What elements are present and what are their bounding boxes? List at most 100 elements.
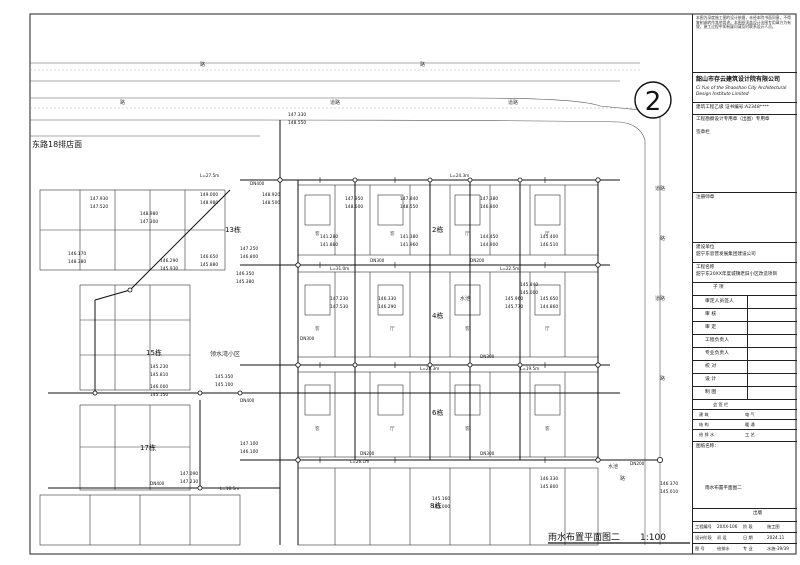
elevation-value: 141.880 xyxy=(320,242,338,248)
pipe-length-label: L=27.5m xyxy=(200,173,219,178)
street-label-7: 道路 xyxy=(655,295,665,302)
elevation-labels: 147.330148.550147.930147.520148.980147.3… xyxy=(68,112,678,510)
elevation-value: 145.880 xyxy=(200,262,218,268)
elevation-value: 141.960 xyxy=(400,242,418,248)
elevation-value: 145.350 xyxy=(215,374,233,380)
text-layer: 2 东路18排店面 领水湾小区 路 路 路 道路 道路 道路 道路 13栋 2栋… xyxy=(32,61,666,543)
boundary-dashes xyxy=(30,69,640,109)
elevation-value: 146.800 xyxy=(240,254,258,260)
pipe-size-label: DN200 xyxy=(360,451,375,456)
tb-row: 审 定 xyxy=(693,321,797,335)
pipe-size-label: DN300 xyxy=(480,354,495,359)
elevation-value: 148.980 xyxy=(140,211,158,217)
elevation-value: 146.330 xyxy=(378,296,396,302)
elevation-value: 147.250 xyxy=(240,246,258,252)
sheet-frame xyxy=(29,13,797,555)
elevation-value: 145.800 xyxy=(540,484,558,490)
courtyard-labels: 客客厅厅客厅客厅客厅客客路路路 xyxy=(315,230,665,482)
elevation-value: 147.330 xyxy=(288,112,306,118)
title-block-notes: 本图为深度施工图的设计依据，未经本院书面同意，不得复制或转作其他用途。本图纸须盖… xyxy=(696,15,791,30)
pipe-size-label: DN400 xyxy=(250,181,265,186)
road-lines xyxy=(30,62,661,545)
elevation-value: 145.400 xyxy=(540,234,558,240)
elevation-value: 146.650 xyxy=(200,254,218,260)
room-label: 客 xyxy=(465,325,470,332)
tb-row: 专业负责人 xyxy=(693,347,797,361)
title-block: 本图为深度施工图的设计依据，未经本院书面同意，不得复制或转作其他用途。本图纸须盖… xyxy=(692,14,797,554)
room-label: 厅 xyxy=(545,231,550,237)
sheet-marker-number: 2 xyxy=(645,87,662,117)
pipe-size-label: DN300 xyxy=(480,451,495,456)
pipe-length-label: L=28.3m xyxy=(420,366,439,371)
seal-label: 签章栏 xyxy=(696,130,710,135)
qualification: 建筑工程乙级 证书编号:A2348**** xyxy=(696,105,769,110)
inlet-ticks xyxy=(319,177,546,463)
rain-pipe-network xyxy=(48,120,660,545)
street-label-4: 道路 xyxy=(330,99,340,106)
elevation-value: 145.960 xyxy=(505,296,523,302)
pipe-size-label: DN400 xyxy=(150,481,165,486)
elevation-value: 144.450 xyxy=(480,234,498,240)
elevation-value: 145.100 xyxy=(215,382,233,388)
street-label-5: 道路 xyxy=(508,99,518,106)
elevation-value: 146.000 xyxy=(150,384,168,390)
pipe-length-label: L=18.5m xyxy=(220,486,239,491)
registered-label: 注册师章 xyxy=(696,195,715,200)
building-6-label: 6栋 xyxy=(432,408,443,417)
discipline-header-row: 会 签 栏 xyxy=(693,399,797,410)
road-side-label: 路 xyxy=(660,375,665,382)
discipline-row: 结 构暖 通 xyxy=(693,419,797,430)
street-label-2: 路 xyxy=(420,61,425,68)
tb-row: 校 对 xyxy=(693,360,797,374)
sheet-table-header: 子 项 xyxy=(713,285,724,290)
elevation-value: 144.860 xyxy=(540,304,558,310)
elevation-value: 148.550 xyxy=(400,204,418,210)
elevation-value: 148.380 xyxy=(68,259,86,265)
tb-row: 审定人员签人 xyxy=(693,295,797,309)
elevation-value: 145.380 xyxy=(236,279,254,285)
tb-row: 制 图 xyxy=(693,386,797,400)
water-label-2: 水池 xyxy=(608,463,618,470)
room-label: 厅 xyxy=(390,326,395,332)
elevation-value: 147.530 xyxy=(330,304,348,310)
building-17-label: 17栋 xyxy=(140,443,156,452)
street-label-6: 道路 xyxy=(655,185,665,192)
elevation-value: 146.170 xyxy=(68,251,86,257)
community-label: 领水湾小区 xyxy=(210,350,240,358)
elevation-value: 146.510 xyxy=(540,242,558,248)
pipe-size-label: DN300 xyxy=(370,258,385,263)
elevation-value: 145.770 xyxy=(505,304,523,310)
room-label: 客 xyxy=(315,230,320,237)
water-label-1: 水池 xyxy=(460,295,470,302)
building-15-label: 15栋 xyxy=(146,348,162,357)
elevation-value: 147.230 xyxy=(180,479,198,485)
drawing-scale: 1:100 xyxy=(640,533,666,543)
elevation-value: 145.010 xyxy=(660,489,678,495)
elevation-value: 147.230 xyxy=(330,296,348,302)
company-name-en: Ci Yun of the Shaoshan City Architectura… xyxy=(696,86,787,97)
elevation-value: 146.330 xyxy=(540,476,558,482)
elevation-value: 146.800 xyxy=(480,204,498,210)
discipline-row: 给 排 水工 艺 xyxy=(693,429,797,440)
elevation-value: 145.000 xyxy=(432,504,450,510)
room-label: 厅 xyxy=(545,326,550,332)
client-value: 韶宁东思营发展集团建设公司 xyxy=(696,252,756,257)
elevation-value: 148.980 xyxy=(200,200,218,206)
building-4-label: 4栋 xyxy=(432,311,443,320)
footer-row: 图 号给排水 专 业水施-39/39 xyxy=(693,543,797,555)
elevation-value: 148.600 xyxy=(345,204,363,210)
road-side-label: 路 xyxy=(620,475,625,482)
road-side-label: 路 xyxy=(660,235,665,242)
pipe-size-label: DN400 xyxy=(240,398,255,403)
elevation-value: 141.280 xyxy=(320,234,338,240)
building-2-label: 2栋 xyxy=(432,225,443,234)
pipe-length-label: L=24.3m xyxy=(450,173,469,178)
elevation-value: 145.160 xyxy=(432,496,450,502)
sheet-marker xyxy=(634,81,672,119)
pipe-size-label: DN200 xyxy=(470,258,485,263)
elevation-value: 145.650 xyxy=(540,296,558,302)
